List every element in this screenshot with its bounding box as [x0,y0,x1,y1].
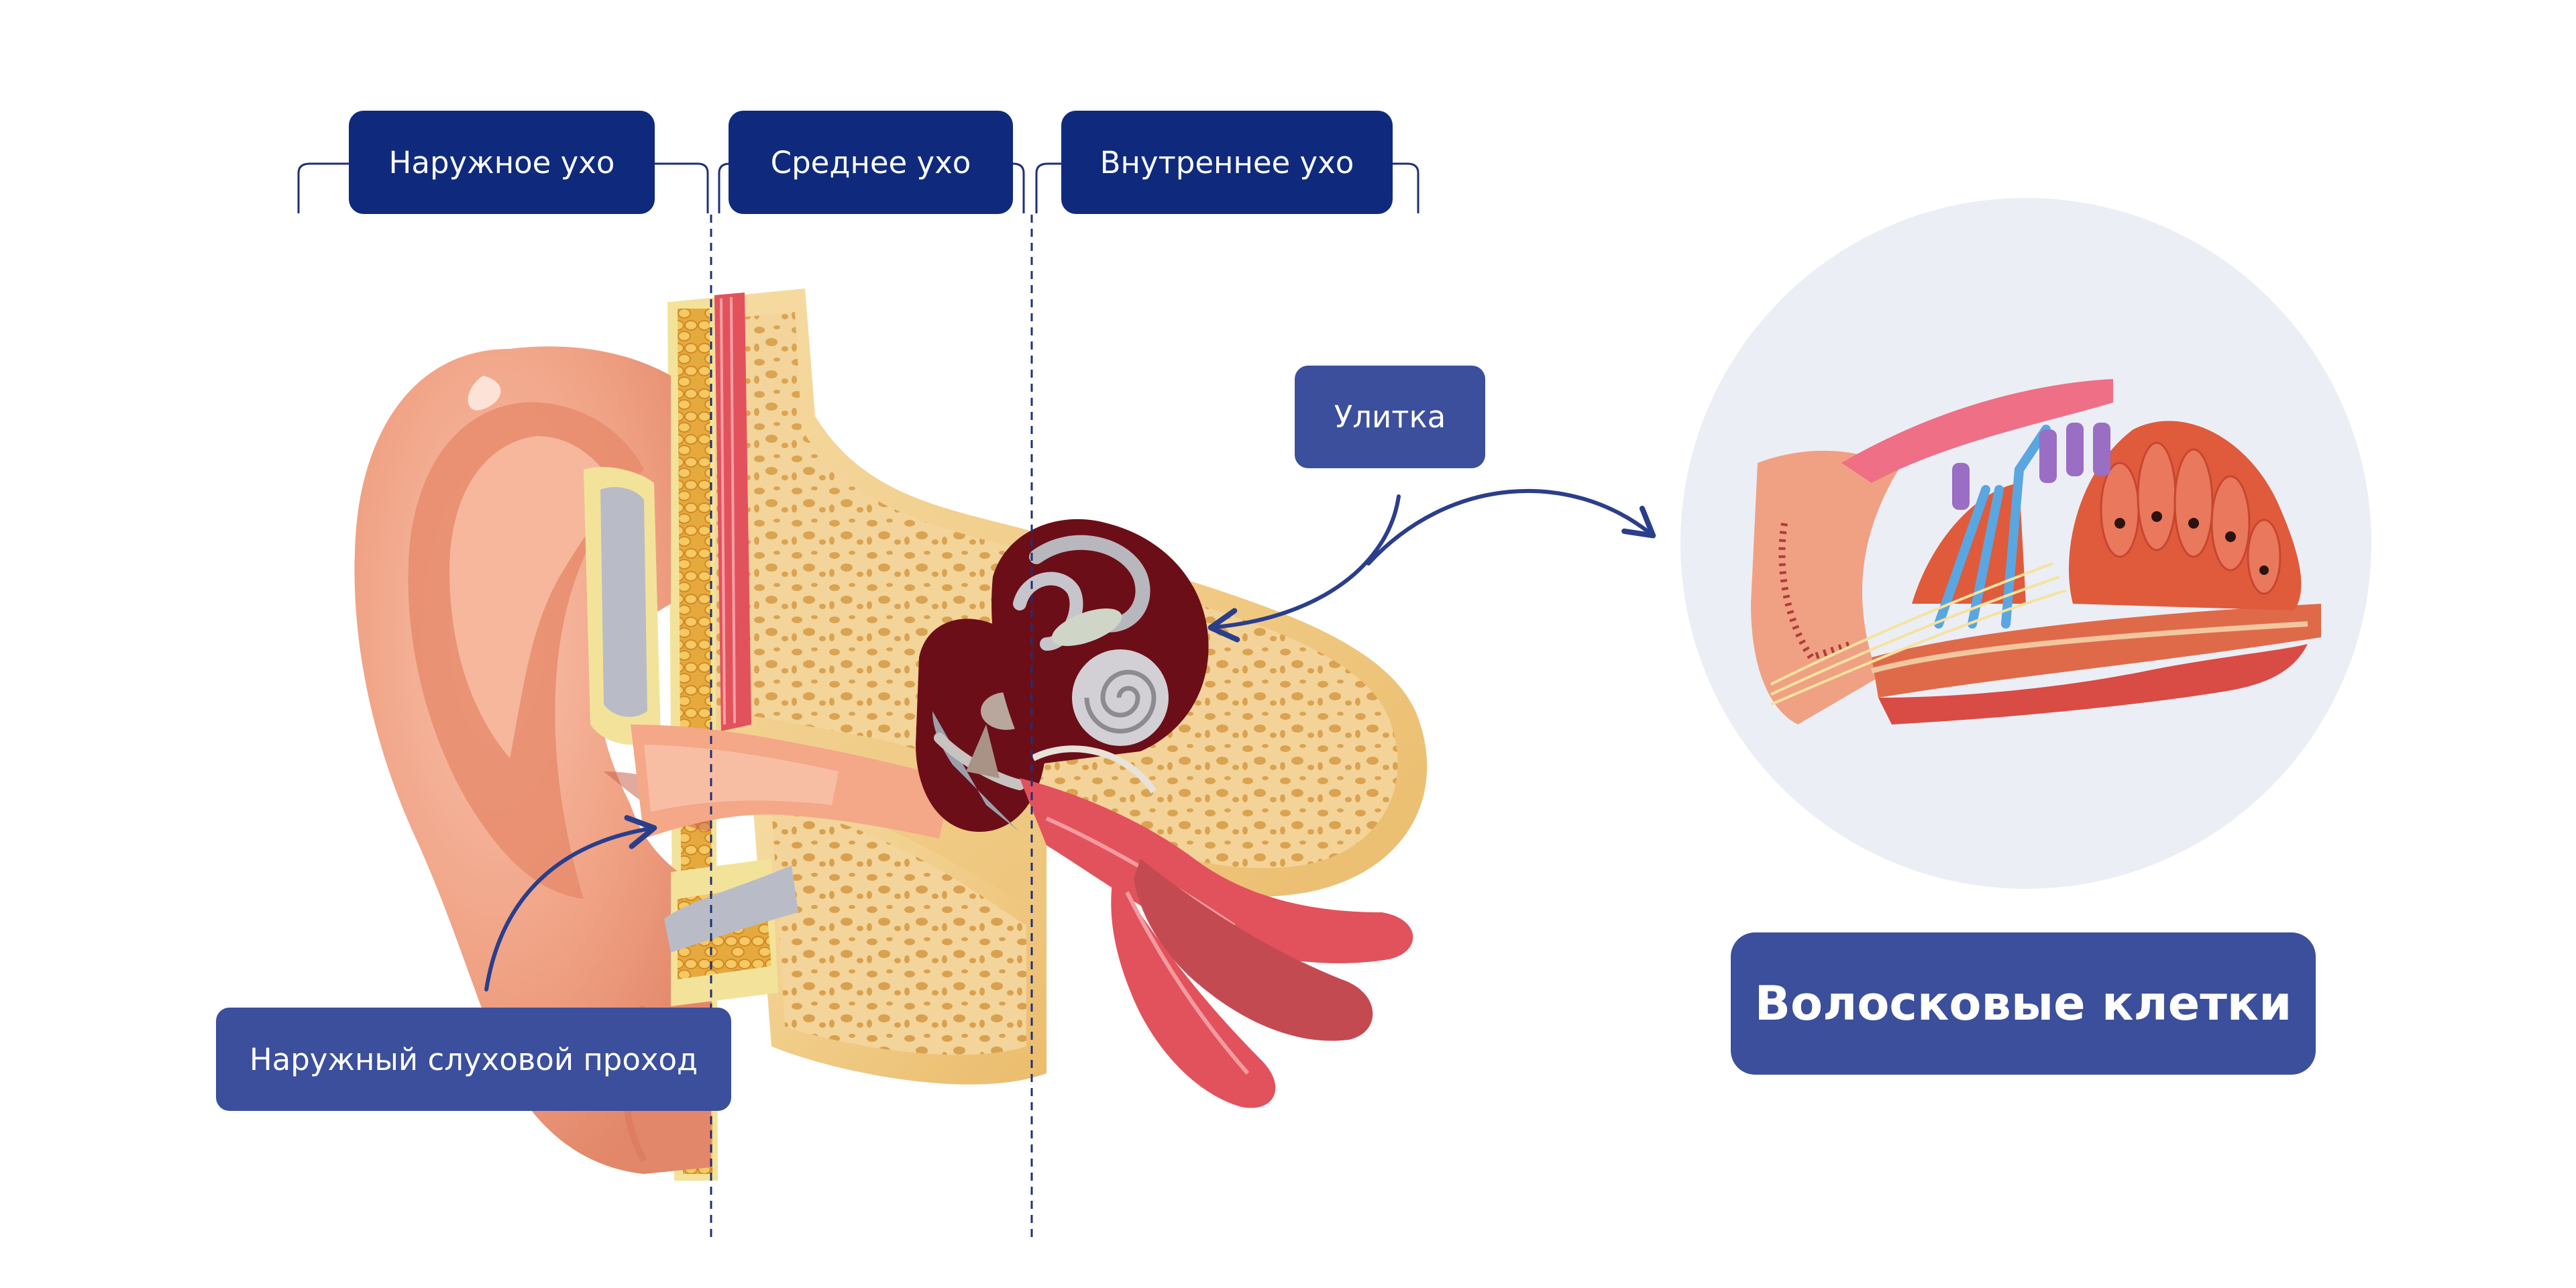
inner-ear-labyrinth [991,519,1209,794]
arrow-ear-canal [484,814,657,991]
label-outer-ear: Наружное ухо [349,111,655,214]
canal-cartilage [584,467,798,1006]
label-middle-ear: Среднее ухо [729,111,1013,214]
label-ear-canal: Наружный слуховой проход [216,1008,731,1111]
label-inner-ear: Внутреннее ухо [1061,111,1393,214]
inset-circle [1680,198,2371,889]
arrow-cochlea [1208,494,1401,643]
arrow-to-inset [1366,488,1656,566]
eustachian-tube [1020,778,1413,1108]
callout-arrows [484,488,1656,991]
label-cochlea: Улитка [1295,366,1485,468]
cochlea [1072,649,1169,746]
label-hair-cells: Волосковые клетки [1731,932,2316,1075]
hair-cells-inset [1680,198,2371,889]
